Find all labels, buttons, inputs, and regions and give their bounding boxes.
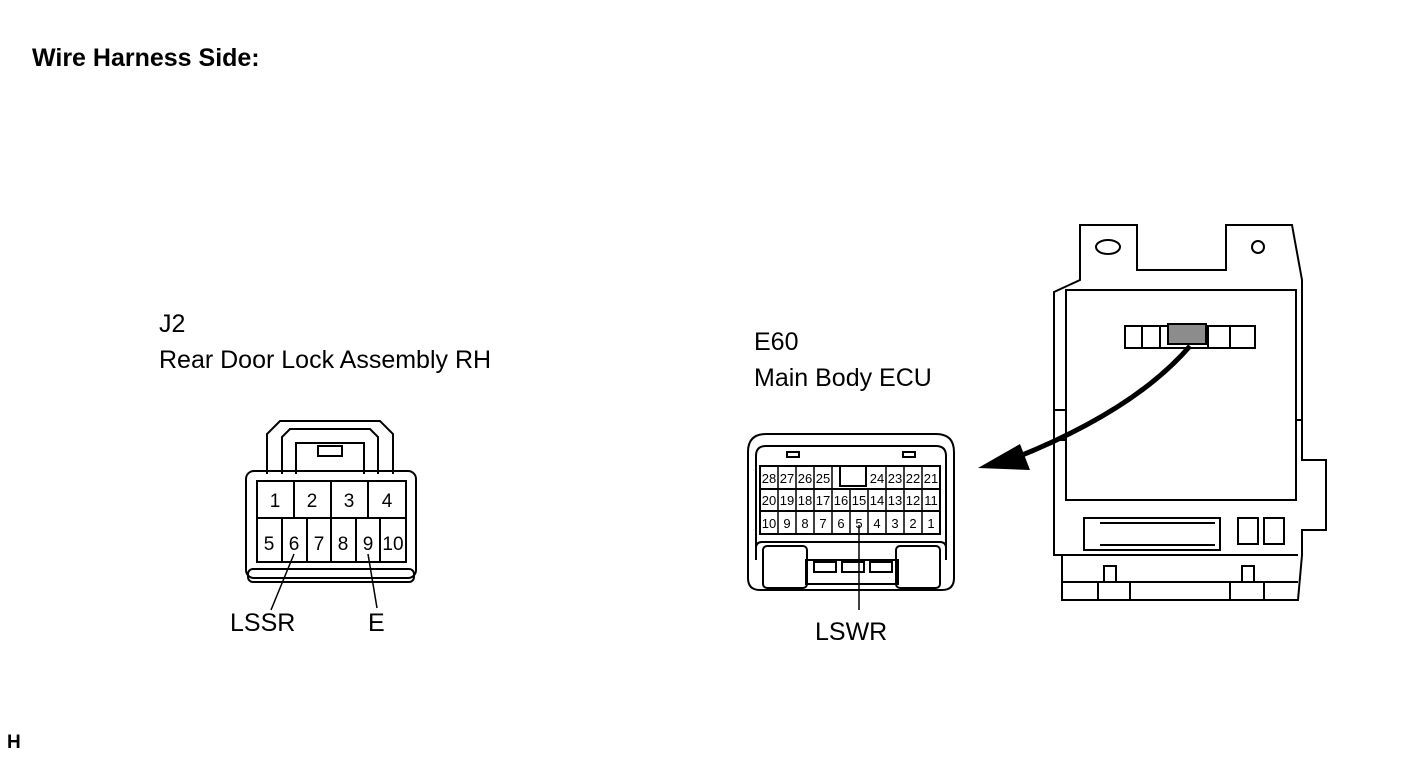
e60-pin-label: 15	[852, 493, 866, 508]
e60-pin-label: 9	[783, 516, 790, 531]
e60-pin-label: 23	[888, 471, 902, 486]
diagram-heading: Wire Harness Side:	[32, 44, 260, 72]
e60-pin-label: 27	[780, 471, 794, 486]
e60-pin-label: 26	[798, 471, 812, 486]
e60-pin-label: 24	[870, 471, 884, 486]
e60-pin-label: 28	[762, 471, 776, 486]
e60-pin-label: 18	[798, 493, 812, 508]
signal-label-lswr: LSWR	[815, 618, 888, 646]
e60-pin-label: 6	[837, 516, 844, 531]
figure-code: H	[7, 732, 21, 753]
e60-pin-label: 7	[819, 516, 826, 531]
e60-pin-label: 20	[762, 493, 776, 508]
j2-pin-label: 7	[314, 534, 325, 555]
e60-pin-label: 2	[909, 516, 916, 531]
highlighted-connector-e60	[1167, 323, 1207, 345]
signal-label-lssr: LSSR	[230, 609, 296, 637]
e60-pin-label: 12	[906, 493, 920, 508]
j2-connector-code: J2	[159, 310, 186, 338]
j2-pin-label: 9	[363, 534, 374, 555]
j2-pin-label: 3	[344, 491, 355, 512]
e60-pin-label: 3	[891, 516, 898, 531]
e60-connector-face	[747, 433, 955, 610]
e60-pin-label: 10	[762, 516, 776, 531]
e60-pin-label: 16	[834, 493, 848, 508]
e60-pin-label: 19	[780, 493, 794, 508]
e60-pin-label: 8	[801, 516, 808, 531]
j2-pin-label: 8	[338, 534, 349, 555]
main-body-ecu-outline	[1053, 224, 1327, 601]
j2-connector-name: Rear Door Lock Assembly RH	[159, 346, 492, 374]
signal-label-e: E	[368, 609, 385, 637]
e60-pin-label: 14	[870, 493, 884, 508]
e60-pin-label: 22	[906, 471, 920, 486]
e60-pin-label: 5	[855, 516, 862, 531]
j2-pin-label: 6	[289, 534, 300, 555]
e60-pin-label: 13	[888, 493, 902, 508]
j2-pin-label: 4	[382, 491, 393, 512]
j2-connector-face	[245, 420, 417, 611]
e60-pin-label: 4	[873, 516, 880, 531]
j2-pin-label: 1	[270, 491, 281, 512]
j2-pin-label: 2	[307, 491, 318, 512]
e60-connector-code: E60	[754, 328, 799, 356]
e60-pin-label: 21	[924, 471, 938, 486]
e60-pin-label: 11	[924, 493, 938, 508]
arrow-head-icon	[978, 444, 1030, 470]
j2-pin-label: 5	[264, 534, 275, 555]
e60-pin-label: 1	[927, 516, 934, 531]
e60-pin-dividers	[777, 466, 923, 534]
location-arrow	[1014, 344, 1192, 461]
e60-pin-label: 25	[816, 471, 830, 486]
e60-pin-label: 17	[816, 493, 830, 508]
e60-connector-name: Main Body ECU	[754, 364, 932, 392]
j2-pin-label: 10	[382, 534, 403, 555]
